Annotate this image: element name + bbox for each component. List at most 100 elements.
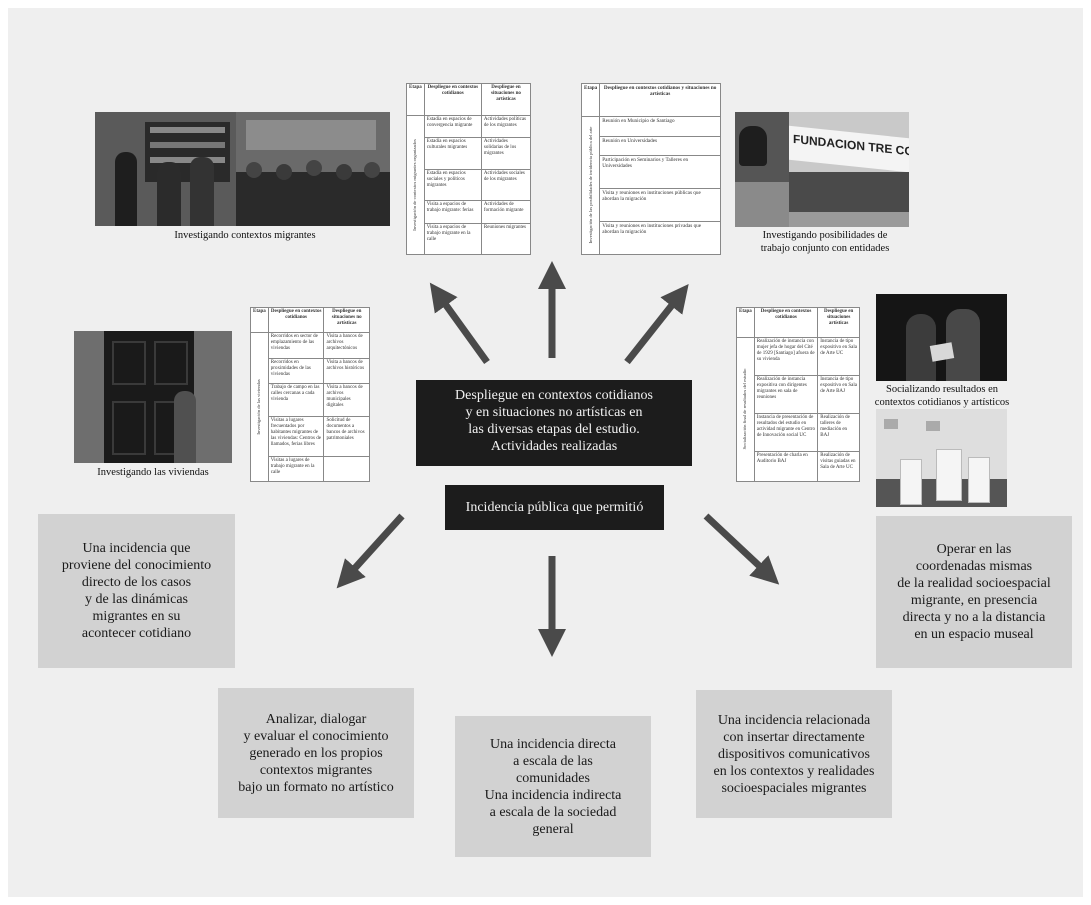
caption-migrant-contexts: Investigando contextos migrantes [174,230,316,241]
public-incidence-box: Incidencia pública que permitió [445,485,664,530]
outcome-line: general [532,821,574,837]
table-cell: Instancia de tipo expositivo en Sala de … [817,336,860,376]
table-header-col1: Despliegue en contextos cotidianos [423,83,482,116]
photo-housing [74,331,232,463]
table-cell: Solicitud de documentos a bancos de arch… [323,415,370,457]
outcome-line: dispositivos comunicativos [717,746,871,762]
outcome-box-bottom-center: Una incidencia directa a escala de las c… [455,716,651,857]
table-cell: Reuniones migrantes [480,222,532,255]
caption-socializing-line1: Socializando resultados en [886,384,998,395]
table-cell: Actividades de formación migrante [480,200,532,224]
table-stage-label: Investigación de las posibilidades de in… [580,115,601,256]
table-cell: Actividades políticas de los migrantes [480,114,532,138]
table-cell: Realización de visitas guiadas en Sala d… [817,451,860,482]
table-cell: Actividades solidarias de los migrantes [480,137,532,170]
central-line-4: Actividades realizadas [490,439,618,454]
table-cell: Participación en Seminarios y Talleres e… [599,155,721,190]
outcome-line: acontecer cotidiano [81,626,192,641]
table-cell: Visita y reuniones en instituciones priv… [599,221,721,255]
outcome-line: coordenadas mismas [915,559,1033,574]
table-header-etapa: Etapa [736,307,755,338]
table-header-etapa: Etapa [250,306,269,334]
table-cell: Visita a bancos de archivos históricos [323,357,370,385]
outcome-line: contextos migrantes [259,762,373,778]
caption-entities-line1: Investigando posibilidades de [762,230,888,241]
outcome-line: Una incidencia directa [490,736,616,752]
caption-entities: Investigando posibilidades de trabajo co… [735,229,915,255]
table-header-etapa: Etapa [406,83,425,116]
outcome-line: Una incidencia relacionada [717,712,871,728]
photo-migrant-context-1 [95,112,236,226]
table-cell: Instancia de tipo expositivo en Sala de … [817,374,860,415]
table-cell: Visita y reuniones en instituciones públ… [599,188,721,223]
table-header-col2: Despliegue en situaciones artísticas [817,307,860,338]
outcome-line: bajo un formato no artístico [238,779,394,795]
outcome-line: migrante, en presencia [910,593,1038,608]
outcome-line: a escala de las [513,753,593,769]
table-header-etapa: Etapa [580,83,601,117]
table-stage-label: Investigación de contextos migrantes org… [406,114,425,255]
central-line-3: las diversas etapas del estudio. [468,422,640,437]
table-header-col2: Despliegue en situaciones no artísticas [323,306,370,334]
table-cell: Actividades sociales de los migrantes [480,168,532,201]
outcome-box-bottom-left: Analizar, dialogar y evaluar el conocimi… [218,688,414,818]
arrow-up-left [429,282,490,365]
table-stage-label: Investigación de las viviendas [250,332,269,482]
caption-entities-line2: trabajo conjunto con entidades [760,243,890,254]
table-cell: Recorridos en sector de emplazamiento de… [267,332,325,359]
table-cell: Visita a bancos de archivos municipales … [323,383,370,417]
table-header-col1: Despliegue en contextos cotidianos [267,306,325,334]
outcome-box-left: Una incidencia que proviene del conocimi… [38,514,235,668]
table-stage-label: Socialización final de resultados del es… [736,336,755,483]
table-cell: Visita a espacios de trabajo migrante: f… [423,200,482,224]
central-line-2: y en situaciones no artísticas en [465,405,643,420]
table-cell [323,455,370,483]
table-cell: Visitas a lugares frecuentados por habit… [267,415,325,457]
outcome-line: comunidades [516,770,590,786]
outcome-line: en los contextos y realidades [713,763,875,779]
outcome-line: con insertar directamente [723,729,865,745]
table-header-col1: Despliegue en contextos cotidianos [753,307,819,338]
outcome-line: socioespaciales migrantes [721,780,867,796]
table-cell: Realización de instancia con mujer jefa … [753,336,819,376]
table-cell: Realización de talleres de mediación en … [817,413,860,453]
arrow-up-right [624,284,689,365]
outcome-line: proviene del conocimiento [61,558,212,573]
arrow-down-left [336,513,405,589]
table-cell: Realización de instancia expositiva con … [753,374,819,415]
outcome-line: Una incidencia que [82,541,191,556]
outcome-line: directo de los casos [81,575,192,590]
table-socialization: Etapa Despliegue en contextos cotidianos… [736,307,860,483]
outcome-line: Operar en las [936,542,1012,557]
photo-entities-1 [735,112,789,227]
table-header-col1: Despliegue en contextos cotidianos y sit… [599,83,721,117]
outcome-line: generado en los propios [249,745,383,761]
outcome-line: de la realidad socioespacial [897,576,1051,591]
outcome-line: Una incidencia indirecta [484,787,622,803]
outcome-line: migrantes en su [92,609,181,624]
table-cell: Estadía en espacios de convergencia migr… [423,114,482,138]
table-cell: Visitas a lugares de trabajo migrante en… [267,455,325,483]
caption-housing: Investigando las viviendas [97,467,209,478]
table-cell: Presentación de charla en Auditorio BAJ [753,451,819,482]
outcome-line: a escala de la sociedad [489,804,617,820]
table-art-incidence: Etapa Despliegue en contextos cotidianos… [580,83,721,256]
outcome-line: Analizar, dialogar [265,711,367,727]
table-migrant-contexts: Etapa Despliegue en contextos cotidianos… [406,83,532,255]
outcome-line: en un espacio museal [914,627,1034,642]
arrow-down-right [703,513,780,585]
photo-entities-2: FUNDACION TRE COS [789,112,909,227]
table-cell: Reunión en Municipio de Santiago [599,115,721,137]
table-cell: Estadía en espacios sociales y políticos… [423,168,482,201]
outcome-box-bottom-right: Una incidencia relacionada con insertar … [696,690,892,818]
table-cell: Instancia de presentación de resultados … [753,413,819,453]
table-cell: Estadía en espacios culturales migrantes [423,137,482,170]
table-cell: Recorridos en proximidades de las vivien… [267,357,325,385]
outcome-box-right: Operar en las coordenadas mismas de la r… [876,516,1072,668]
table-cell: Reunión en Universidades [599,135,721,157]
public-incidence-label: Incidencia pública que permitió [465,500,644,515]
central-line-1: Despliegue en contextos cotidianos [455,388,653,403]
outcome-line: y de las dinámicas [84,592,188,607]
table-cell: Visita a espacios de trabajo migrante en… [423,222,482,255]
